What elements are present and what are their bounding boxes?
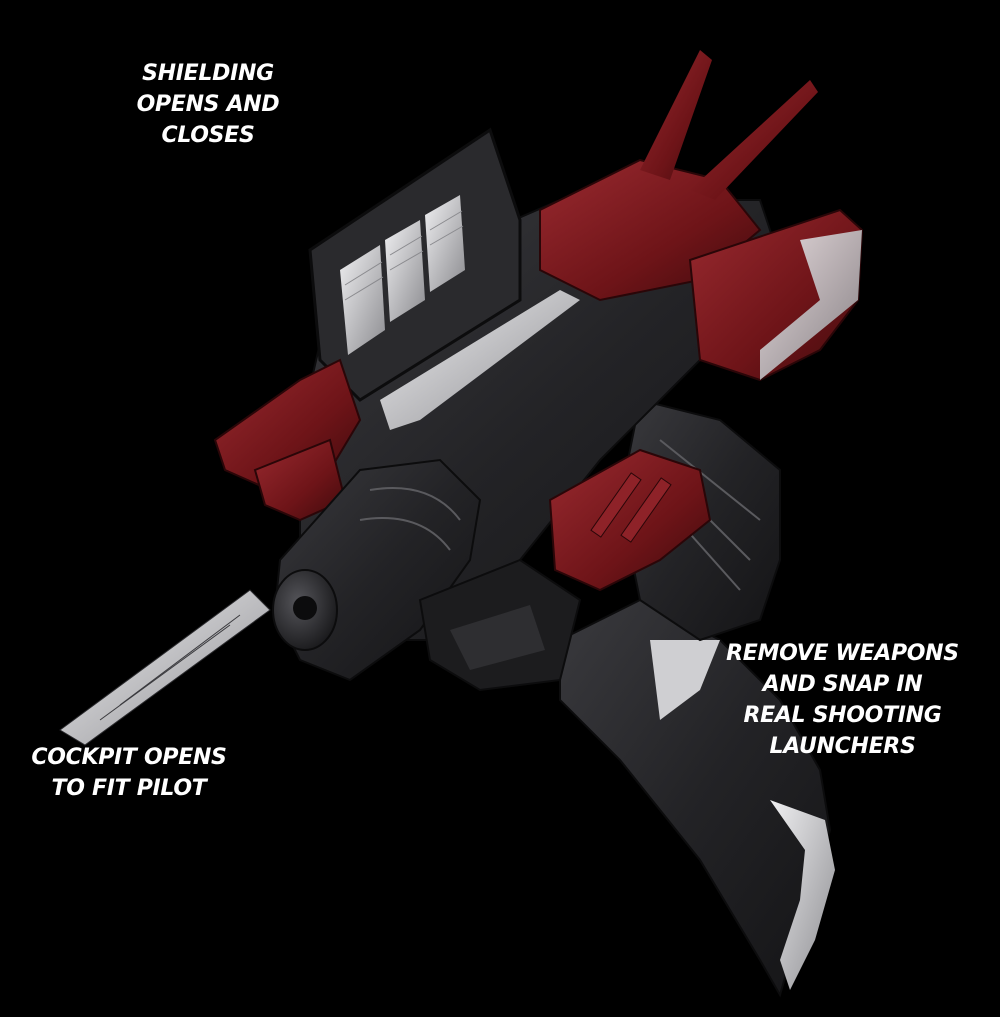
callout-cockpit-line-1: COCKPIT OPENS — [31, 745, 227, 770]
callout-cockpit: COCKPIT OPENS TO FIT PILOT — [14, 742, 244, 804]
antenna-right — [690, 80, 818, 200]
tail-blade-silver-upper — [650, 640, 720, 720]
antenna-left — [640, 50, 712, 180]
callout-weapons-line-2: AND SNAP IN — [762, 672, 923, 697]
weapon-pod-left-lower — [253, 438, 347, 522]
callout-weapons-line-4: LAUNCHERS — [769, 734, 916, 759]
callout-weapons: REMOVE WEAPONS AND SNAP IN REAL SHOOTING… — [700, 638, 985, 762]
callout-shielding-line-3: CLOSES — [161, 123, 255, 148]
callout-shielding-line-2: OPENS AND — [136, 92, 280, 117]
callout-shielding-line-1: SHIELDING — [142, 61, 274, 86]
callout-shielding: SHIELDING OPENS AND CLOSES — [118, 58, 298, 151]
spine-stripe — [380, 290, 580, 430]
callout-weapons-line-3: REAL SHOOTING — [743, 703, 942, 728]
callout-cockpit-line-2: TO FIT PILOT — [51, 776, 207, 801]
engine-pod-right-silver — [760, 230, 862, 380]
callout-weapons-line-1: REMOVE WEAPONS — [726, 641, 959, 666]
shielding-slats — [340, 195, 465, 355]
tail-blade-silver — [770, 800, 835, 990]
nose-spike — [59, 589, 271, 746]
